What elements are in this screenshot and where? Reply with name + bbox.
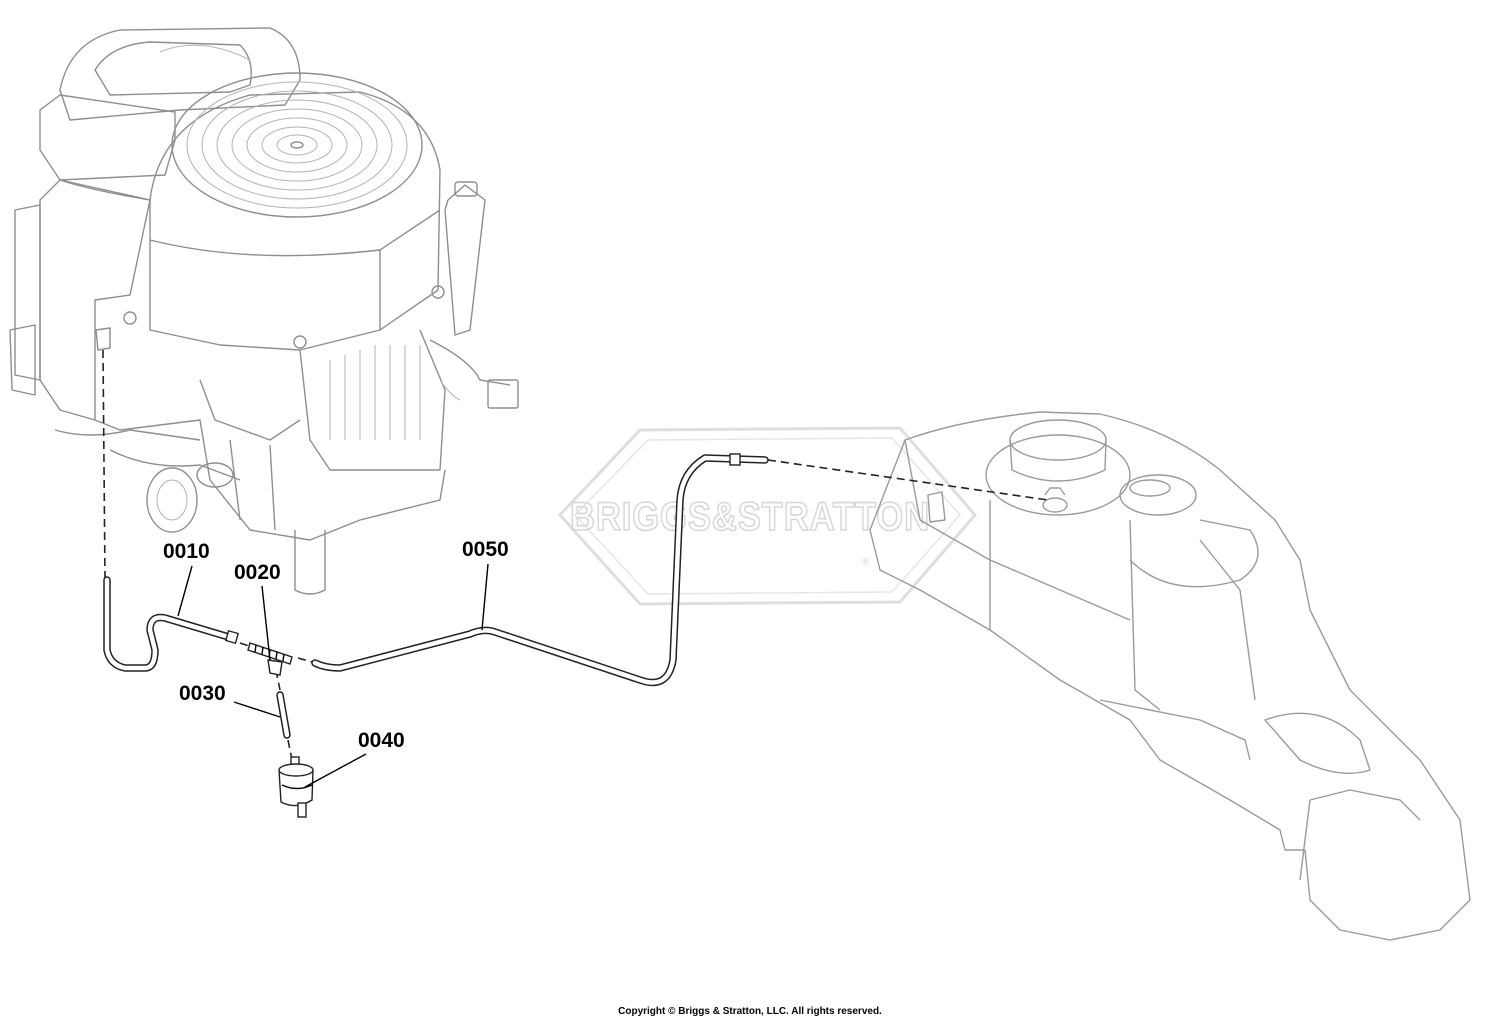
callout-0010: 0010: [163, 540, 210, 563]
callout-0050: 0050: [462, 538, 509, 561]
engine-illustration: [9, 27, 519, 595]
part-0050-fuel-hose: [311, 453, 769, 687]
callout-0020: 0020: [234, 561, 281, 584]
watermark-text: BRIGGS&STRATTON: [570, 495, 930, 539]
copyright-footer: Copyright © Briggs & Stratton, LLC. All …: [618, 1006, 882, 1017]
callout-0040: 0040: [358, 729, 405, 752]
brand-watermark: BRIGGS&STRATTON ®: [557, 426, 977, 606]
callout-0030: 0030: [179, 682, 226, 705]
assembly-guide-lines: [102, 349, 1049, 761]
fuel-tank-illustration: [869, 411, 1471, 941]
part-0010-fuel-hose: [103, 576, 240, 672]
part-0040-fuel-filter: [278, 756, 314, 818]
callout-leaders: [177, 563, 489, 788]
part-0030-short-hose: [276, 691, 291, 739]
tank-filler-neck: [985, 419, 1131, 516]
watermark-registered-mark: ®: [862, 557, 870, 568]
fan-screen: [171, 72, 423, 218]
